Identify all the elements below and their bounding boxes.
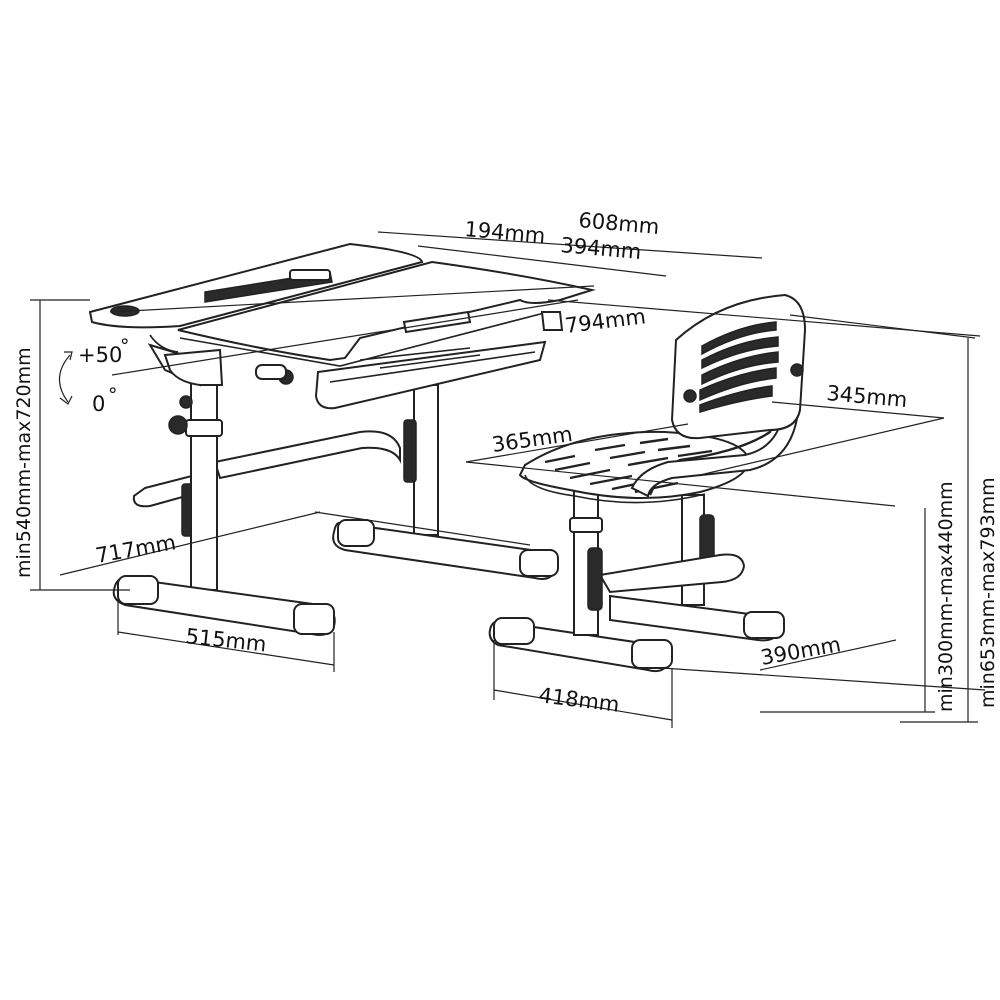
desk-crossbar: [213, 430, 401, 480]
chair-seat-edge: [524, 474, 706, 504]
chair-front-foot-cap-right: [631, 639, 673, 669]
chair-backrest-slots: [699, 321, 779, 414]
desk-pen-slot: [289, 269, 331, 281]
chair-front-clamp: [587, 547, 603, 611]
dim-390-line: [759, 639, 897, 671]
desk-side-handle: [255, 364, 287, 380]
chair-front-collar: [569, 517, 603, 533]
dim-717-line: [59, 511, 321, 576]
dim-back-height-top: [789, 314, 976, 339]
desk-front-lip: [149, 334, 179, 353]
label-tilt-min-value: 0: [92, 392, 105, 416]
desk-left-leg: [112, 379, 336, 636]
label-tilt-max: +50 °: [78, 335, 130, 367]
dim-345-guide: [699, 417, 945, 476]
label-tilt-max-degree: °: [120, 335, 130, 357]
dim-365-guide: [465, 461, 896, 507]
label-194mm: 194mm: [464, 217, 547, 248]
dim-390-guide: [661, 667, 986, 691]
desk-hinge: [540, 311, 564, 331]
chair-front-foot-cap-left: [493, 617, 535, 645]
dim-tilt-arrow-top: [64, 351, 73, 361]
desk-right-leg-post: [413, 384, 439, 536]
dim-345-line: [771, 401, 945, 419]
label-tilt-max-value: +50: [78, 343, 122, 367]
dimension-labels: 608mm 194mm 394mm 794mm 717mm 515mm min5…: [13, 208, 999, 717]
dim-608-line: [377, 231, 763, 259]
desk: [88, 242, 596, 636]
desk-drawer-tray-lines: [359, 347, 481, 369]
desk-tilt-top: [177, 260, 596, 362]
dim-418-line: [493, 689, 673, 721]
chair-back-foot-cap: [743, 611, 785, 639]
label-tilt-min-degree: °: [108, 384, 118, 406]
dim-717-guide: [314, 511, 531, 546]
desk-height-knob: [168, 415, 188, 435]
chair-backrest-knob-right: [790, 363, 804, 377]
desk-leg-head: [163, 348, 224, 386]
label-717mm: 717mm: [94, 530, 178, 568]
dim-365-line: [465, 423, 689, 463]
desk-book-stop: [402, 310, 472, 334]
desk-right-foot-cap-front: [519, 549, 559, 577]
desk-right-leg: [332, 384, 559, 580]
label-345mm: 345mm: [826, 381, 909, 412]
label-794mm: 794mm: [564, 304, 647, 338]
desk-right-foot-cap-back: [337, 519, 375, 547]
dim-794-line: [111, 299, 579, 376]
dim-194-guide: [109, 285, 595, 313]
dim-tilt-arrow-bottom: [59, 395, 73, 405]
chair-footrest: [598, 553, 746, 594]
label-515mm: 515mm: [184, 624, 267, 656]
desk-left-leg-post: [190, 379, 218, 591]
dim-515-line: [117, 631, 335, 666]
dim-tilt-arc: [58, 354, 71, 403]
desk-right-leg-clamp: [403, 419, 417, 483]
dim-394-line: [417, 245, 667, 277]
label-418mm: 418mm: [537, 683, 620, 717]
desk-tilt-top-edge: [179, 311, 549, 367]
desk-drawer-line: [329, 351, 536, 383]
dimension-lines: [30, 231, 986, 728]
chair-seat-slots: [544, 437, 731, 494]
desk-tilt-lever: [179, 395, 193, 409]
label-seat-height: min300mm-max440mm: [935, 481, 957, 712]
label-394mm: 394mm: [560, 233, 643, 264]
label-backrest-height: min653mm-max793mm: [977, 477, 999, 708]
label-608mm: 608mm: [578, 208, 661, 239]
label-tilt-min: 0 °: [92, 384, 118, 416]
desk-left-leg-collar: [185, 419, 223, 437]
chair: [488, 293, 807, 673]
desk-left-foot-cap-front: [293, 603, 335, 635]
chair-backrest-knob-left: [683, 389, 697, 403]
label-desk-height: min540mm-max720mm: [13, 347, 35, 578]
